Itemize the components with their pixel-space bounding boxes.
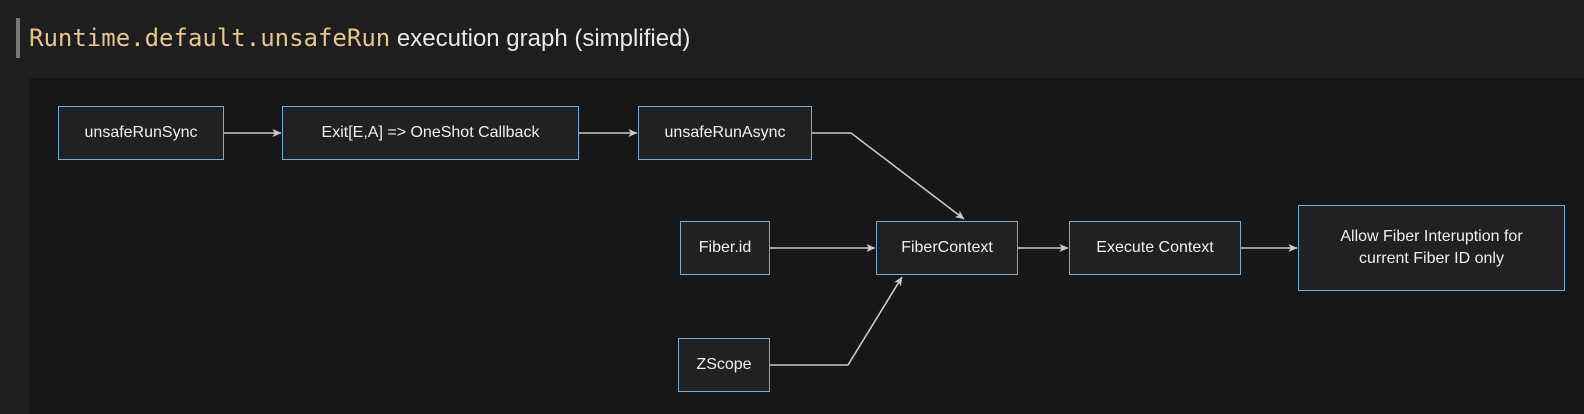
graph-node-allowInterrupt[interactable]: Allow Fiber Interuption for current Fibe… bbox=[1298, 205, 1565, 291]
graph-node-zscope[interactable]: ZScope bbox=[678, 338, 770, 392]
execution-graph: unsafeRunSync Exit[E,A] => OneShot Callba… bbox=[29, 78, 1584, 414]
page-title-code: Runtime.default.unsafeRun bbox=[29, 24, 391, 52]
graph-node-label: Exit[E,A] => OneShot Callback bbox=[321, 124, 540, 141]
graph-node-label: ZScope bbox=[696, 356, 752, 373]
graph-node-label: Allow Fiber Interuption for current Fibe… bbox=[1340, 228, 1523, 267]
title-accent-bar bbox=[16, 18, 20, 58]
graph-node-fiberId[interactable]: Fiber.id bbox=[680, 221, 770, 275]
graph-node-unsafeRunAsync[interactable]: unsafeRunAsync bbox=[638, 106, 812, 160]
graph-edge-zscope-to-fiberContext bbox=[770, 276, 903, 366]
graph-node-label: Execute Context bbox=[1096, 239, 1214, 256]
page-title: Runtime.default.unsafeRun execution grap… bbox=[29, 20, 690, 60]
graph-node-label: FiberContext bbox=[901, 239, 993, 256]
graph-node-unsafeRunSync[interactable]: unsafeRunSync bbox=[58, 106, 224, 160]
graph-node-fiberContext[interactable]: FiberContext bbox=[876, 221, 1018, 275]
page-title-rest: execution graph (simplified) bbox=[390, 25, 691, 52]
diagram-panel: unsafeRunSync Exit[E,A] => OneShot Callba… bbox=[29, 78, 1584, 414]
graph-node-label: unsafeRunAsync bbox=[664, 124, 786, 141]
graph-node-label: Fiber.id bbox=[698, 239, 752, 256]
page-title-row: Runtime.default.unsafeRun execution grap… bbox=[0, 0, 1584, 78]
graph-edge-unsafeRunAsync-to-fiberContext bbox=[812, 132, 965, 220]
graph-node-oneshot[interactable]: Exit[E,A] => OneShot Callback bbox=[282, 106, 579, 160]
graph-node-executeContext[interactable]: Execute Context bbox=[1069, 221, 1241, 275]
graph-node-label: unsafeRunSync bbox=[84, 124, 198, 141]
